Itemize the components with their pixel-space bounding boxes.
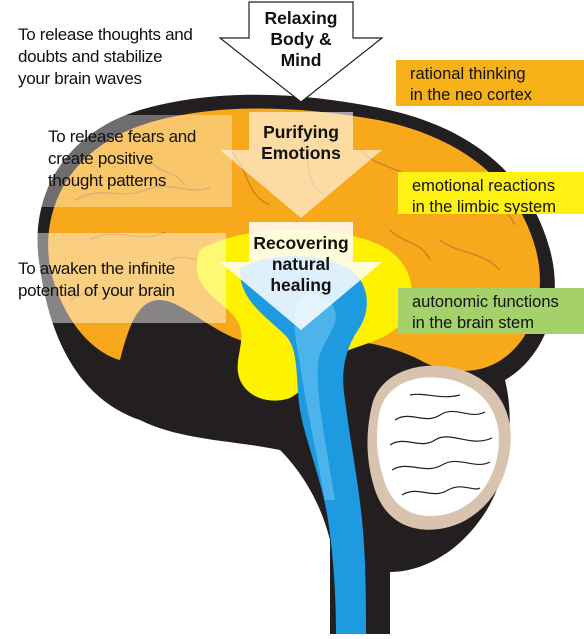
- step-2-line-1: Purifying: [249, 122, 353, 143]
- step-1-line-3: Mind: [249, 50, 353, 71]
- purpose-note-3: To awaken the infinite potential of your…: [18, 258, 175, 302]
- region-3-line-1: autonomic functions: [412, 292, 576, 313]
- purpose-1-line-3: your brain waves: [18, 68, 193, 90]
- purpose-2-line-1: To release fears and: [48, 126, 196, 148]
- step-purifying-label: Purifying Emotions: [249, 122, 353, 164]
- step-1-line-1: Relaxing: [249, 8, 353, 29]
- region-2-line-2: in the limbic system: [412, 197, 576, 214]
- region-tag-limbic-system: emotional reactions in the limbic system: [398, 172, 584, 214]
- region-2-line-1: emotional reactions: [412, 176, 576, 197]
- step-recovering-label: Recovering natural healing: [241, 233, 361, 296]
- purpose-3-line-1: To awaken the infinite: [18, 258, 175, 280]
- region-1-line-2: in the neo cortex: [410, 85, 576, 106]
- purpose-2-line-2: create positive: [48, 148, 196, 170]
- step-2-line-2: Emotions: [249, 143, 353, 164]
- step-relaxing-label: Relaxing Body & Mind: [249, 8, 353, 71]
- purpose-1-line-1: To release thoughts and: [18, 24, 193, 46]
- purpose-2-line-3: thought patterns: [48, 170, 196, 192]
- purpose-3-line-2: potential of your brain: [18, 280, 175, 302]
- region-1-line-1: rational thinking: [410, 64, 576, 85]
- step-1-line-2: Body &: [249, 29, 353, 50]
- region-3-line-2: in the brain stem: [412, 313, 576, 334]
- region-tag-brain-stem: autonomic functions in the brain stem: [398, 288, 584, 334]
- purpose-note-1: To release thoughts and doubts and stabi…: [18, 24, 193, 90]
- step-3-line-2: natural: [241, 254, 361, 275]
- step-3-line-1: Recovering: [241, 233, 361, 254]
- region-tag-neo-cortex: rational thinking in the neo cortex: [396, 60, 584, 106]
- purpose-1-line-2: doubts and stabilize: [18, 46, 193, 68]
- purpose-note-2: To release fears and create positive tho…: [48, 126, 196, 192]
- step-3-line-3: healing: [241, 275, 361, 296]
